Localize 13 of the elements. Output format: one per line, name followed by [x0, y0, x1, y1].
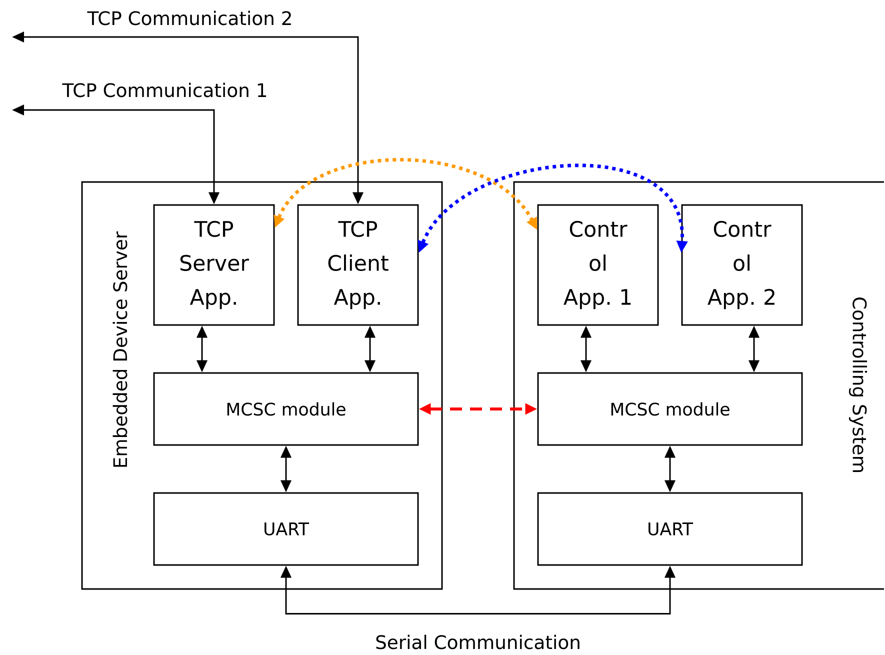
edge-label: TCP Communication 1 [62, 82, 266, 98]
module-box: UART [153, 492, 419, 566]
module-box: UART [537, 492, 803, 566]
system-title: Embedded Device Server [112, 231, 128, 467]
system-title: Controlling System [848, 298, 868, 472]
edge-label: Serial Communication [376, 634, 580, 650]
module-box: MCSC module [537, 372, 803, 446]
module-box: MCSC module [153, 372, 419, 446]
application-box: TCP Client App. [297, 204, 419, 326]
application-box: Contr ol App. 1 [537, 204, 659, 326]
application-box: TCP Server App. [153, 204, 275, 326]
application-box: Contr ol App. 2 [681, 204, 803, 326]
edge-label: TCP Communication 2 [87, 10, 291, 26]
